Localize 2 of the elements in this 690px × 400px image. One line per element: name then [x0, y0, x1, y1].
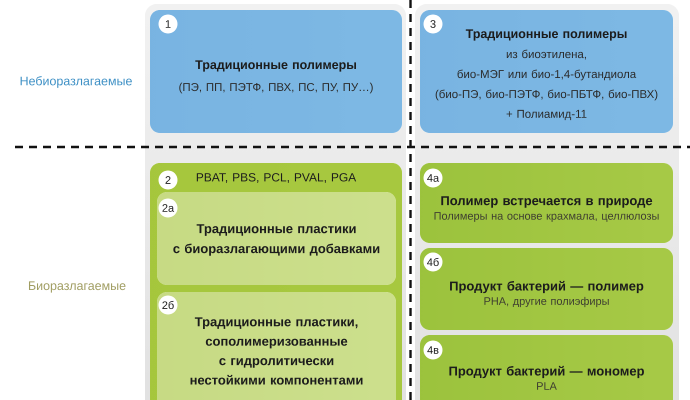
row-label: Биоразлагаемые [28, 281, 126, 293]
row-label: Небиоразлагаемые [20, 76, 132, 88]
